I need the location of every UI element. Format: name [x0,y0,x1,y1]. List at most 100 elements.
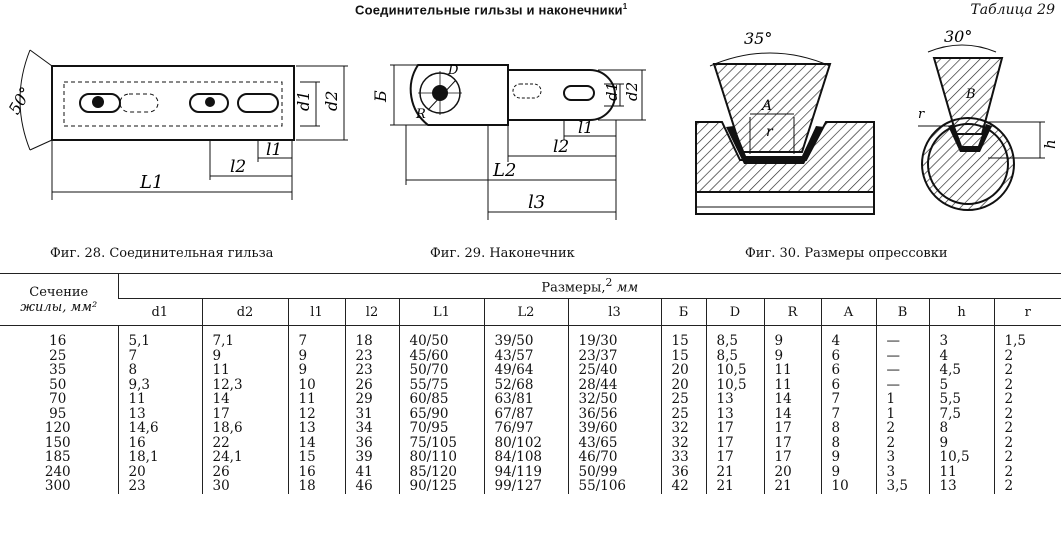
value-cell: 15 [660,348,706,363]
value-cell: 2 [993,464,1061,479]
l2-label: l2 [553,137,569,157]
value-cell: 14 [763,392,821,407]
value-cell: 8 [928,421,994,436]
value-cell: 2 [993,479,1061,494]
section-cell: 300 [44,478,71,494]
column-header: d1 [118,298,202,326]
value-cell: 14,6 [117,421,202,436]
value-cell: 4 [820,325,876,349]
value-cell: 2 [993,450,1061,465]
value-cell: 75/105 [398,435,484,450]
value-cell: 23 [344,348,399,363]
value-cell: 17 [763,421,821,436]
value-cell: 11 [928,464,994,479]
value-cell: — [875,325,929,349]
value-cell: 28/44 [567,377,661,392]
r-label-30a: r [766,124,774,140]
l1-label: l1 [266,140,282,160]
value-cell: 1 [875,406,929,421]
l3-label: l3 [528,192,545,213]
value-cell: 31 [344,406,399,421]
value-cell: 20 [660,363,706,378]
value-cell: 2 [993,421,1061,436]
value-cell: 7,5 [928,406,994,421]
value-cell: 10,5 [705,377,764,392]
column-header: h [928,298,994,326]
value-cell: 9 [201,348,288,363]
table-number: Таблица 29 [970,2,1055,18]
value-cell: 43/65 [567,435,661,450]
value-cell: 10 [820,479,876,494]
value-cell: 3 [875,464,929,479]
section-cell: 50 [49,376,67,393]
value-cell: 26 [344,377,399,392]
angle-30-label: 30° [944,27,972,46]
value-cell: 25 [660,406,706,421]
value-cell: 19/30 [567,325,661,349]
value-cell: 80/102 [483,435,568,450]
value-cell: 5,1 [117,325,202,349]
angle-35-label: 35° [744,29,772,48]
figure-29-lug: Б D R d1 d2 l1 l2 L2 l3 [371,63,646,220]
L1-label: L1 [139,172,163,193]
value-cell: — [875,348,929,363]
value-cell: 65/90 [398,406,484,421]
value-cell: 30 [201,479,288,494]
value-cell: 7,1 [201,325,288,349]
A-label: A [760,98,772,114]
column-header: A [820,298,876,326]
value-cell: 8,5 [705,348,764,363]
value-cell: 9 [820,450,876,465]
value-cell: 15 [287,450,345,465]
value-cell: 60/85 [398,392,484,407]
section-cell: 150 [44,434,71,451]
value-cell: 1,5 [993,325,1061,349]
d2-label: d2 [322,91,341,111]
value-cell: 32/50 [567,392,661,407]
value-cell: 26 [201,464,288,479]
value-cell: 52/68 [483,377,568,392]
value-cell: 2 [993,392,1061,407]
section-cell: 240 [44,463,71,480]
value-cell: 11 [763,363,821,378]
value-cell: 33 [660,450,706,465]
value-cell: 43/57 [483,348,568,363]
column-header: R [763,298,821,326]
column-header: r [993,298,1061,326]
value-cell: 20 [660,377,706,392]
value-cell: 3 [928,325,994,349]
figure-28-caption: Фиг. 28. Соединительная гильза [50,246,274,261]
value-cell: 12 [287,406,345,421]
d1-label: d1 [294,91,313,111]
value-cell: 13 [287,421,345,436]
value-cell: 36 [660,464,706,479]
value-cell: 39/50 [483,325,568,349]
value-cell: 76/97 [483,421,568,436]
value-cell: 11 [201,363,288,378]
value-cell: 9 [763,348,821,363]
value-cell: 23/37 [567,348,661,363]
value-cell: 7 [820,392,876,407]
d2-label: d2 [623,82,641,101]
value-cell: — [875,377,929,392]
value-cell: 18 [344,325,399,349]
value-cell: 2 [993,435,1061,450]
section-cell: 35 [49,362,67,378]
value-cell: 63/81 [483,392,568,407]
value-cell: 8 [820,435,876,450]
value-cell: 3,5 [875,479,929,494]
value-cell: 4 [928,348,994,363]
value-cell: 14 [287,435,345,450]
value-cell: 45/60 [398,348,484,363]
value-cell: 2 [993,406,1061,421]
value-cell: 8 [820,421,876,436]
page-title: Соединительные гильзы и наконечники1 [355,2,628,18]
